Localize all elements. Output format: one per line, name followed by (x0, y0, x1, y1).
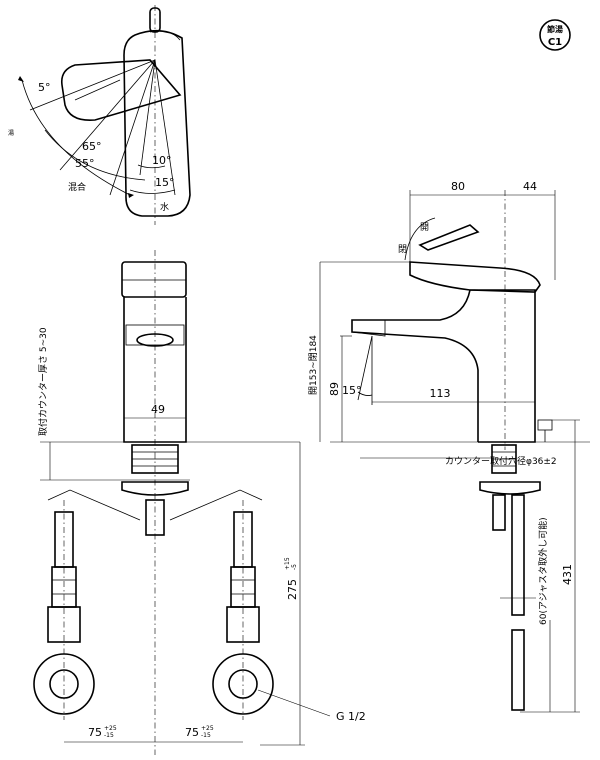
dim-113-text: 113 (430, 387, 451, 400)
spout-angle-arc (357, 391, 373, 396)
spout-profile (351, 289, 479, 442)
spout-outlet (136, 333, 174, 347)
thread-leader (257, 689, 331, 717)
right-valve-body (226, 606, 260, 643)
arc-small (137, 164, 166, 169)
spout-tip (351, 319, 386, 337)
pitch-right-tol-up: +25 (201, 725, 214, 732)
label-water: 水 (160, 201, 169, 213)
side-body (470, 289, 536, 443)
dim-275-tol-up: +15 (284, 557, 291, 570)
spout-15-text: 15° (342, 384, 362, 397)
ray-10 (139, 59, 156, 176)
label-mix: 混合 (68, 181, 86, 193)
angle-15-label: 15° (155, 176, 175, 189)
handle-top-edge (149, 30, 181, 41)
dim-full-height-text: 開153~閉184 (308, 335, 319, 395)
side-hose-left (492, 494, 506, 531)
arc-outer (21, 79, 131, 196)
arc-inner (129, 189, 176, 194)
pitch-right-tol-dn: -15 (201, 732, 211, 739)
dim-44-text: 44 (523, 180, 537, 193)
pitch-right-text: 75 (185, 726, 199, 739)
lever-rotated-outline (60, 59, 182, 122)
ray-65 (59, 59, 156, 171)
side-view: 80 44 開 閉 15° 113 開153~閉184 89 (308, 180, 590, 713)
badge-circle (539, 19, 571, 51)
popup-knob (537, 419, 553, 431)
arc-mid (44, 129, 146, 181)
label-hot: 湯 (8, 129, 14, 137)
arrow-marker (18, 76, 24, 82)
front-handle (121, 261, 187, 298)
lever-swing-arc (404, 217, 436, 261)
dim-89-text: 89 (328, 382, 341, 396)
side-mount-nut (479, 481, 541, 495)
lever-closed (409, 261, 541, 293)
body-band (125, 324, 185, 346)
hose-route-left (47, 489, 141, 521)
dim-60-text: 60(アジャスタ取外し可能) (537, 517, 549, 625)
spout-flow-line (357, 335, 373, 401)
ray-55 (109, 59, 156, 196)
lever-tip (149, 7, 161, 33)
hose-route-right (169, 489, 263, 521)
angle-65-label: 65° (82, 140, 102, 153)
angle-55-label: 55° (75, 157, 95, 170)
ray-15 (154, 59, 176, 196)
ray-5 (29, 59, 156, 111)
mounting-nut (121, 481, 189, 496)
dim-431-text: 431 (561, 564, 574, 585)
dim-275-text: 275 (286, 579, 299, 600)
badge-text-top: 節湯 (547, 24, 563, 34)
pitch-left-tol-up: +25 (104, 725, 117, 732)
arrow-marker (128, 193, 134, 198)
label-close: 閉 (398, 244, 407, 255)
counter-thickness-text: 取付カウンター厚さ 5~30 (38, 327, 49, 436)
dim-80-text: 80 (451, 180, 465, 193)
angle-5-label: 5° (38, 81, 51, 94)
badge-text-bottom: C1 (548, 37, 562, 48)
pitch-left-text: 75 (88, 726, 102, 739)
dim-275-tol-dn: -5 (291, 564, 298, 570)
lever-open-position (418, 224, 480, 251)
shank-lower (145, 499, 165, 536)
side-rod-upper (511, 494, 525, 616)
lever-rotated-inner (74, 79, 121, 101)
label-open: 開 (420, 222, 429, 233)
thread-text: G 1/2 (336, 710, 366, 723)
angle-10-label: 10° (152, 154, 172, 167)
side-rod-lower (511, 629, 525, 711)
counter-hole-text: カウンター取付穴径φ36±2 (445, 455, 557, 467)
left-valve-body (47, 606, 81, 643)
dim-49-text: 49 (151, 403, 165, 416)
top-view: 5° 65° 55° 10° 15° 混合 湯 水 (8, 5, 191, 225)
water-saving-badge: 節湯 C1 (539, 19, 571, 51)
front-view: 49 取付カウンター厚さ 5~30 G 1/ (33, 250, 366, 755)
pitch-left-tol-dn: -15 (104, 732, 114, 739)
